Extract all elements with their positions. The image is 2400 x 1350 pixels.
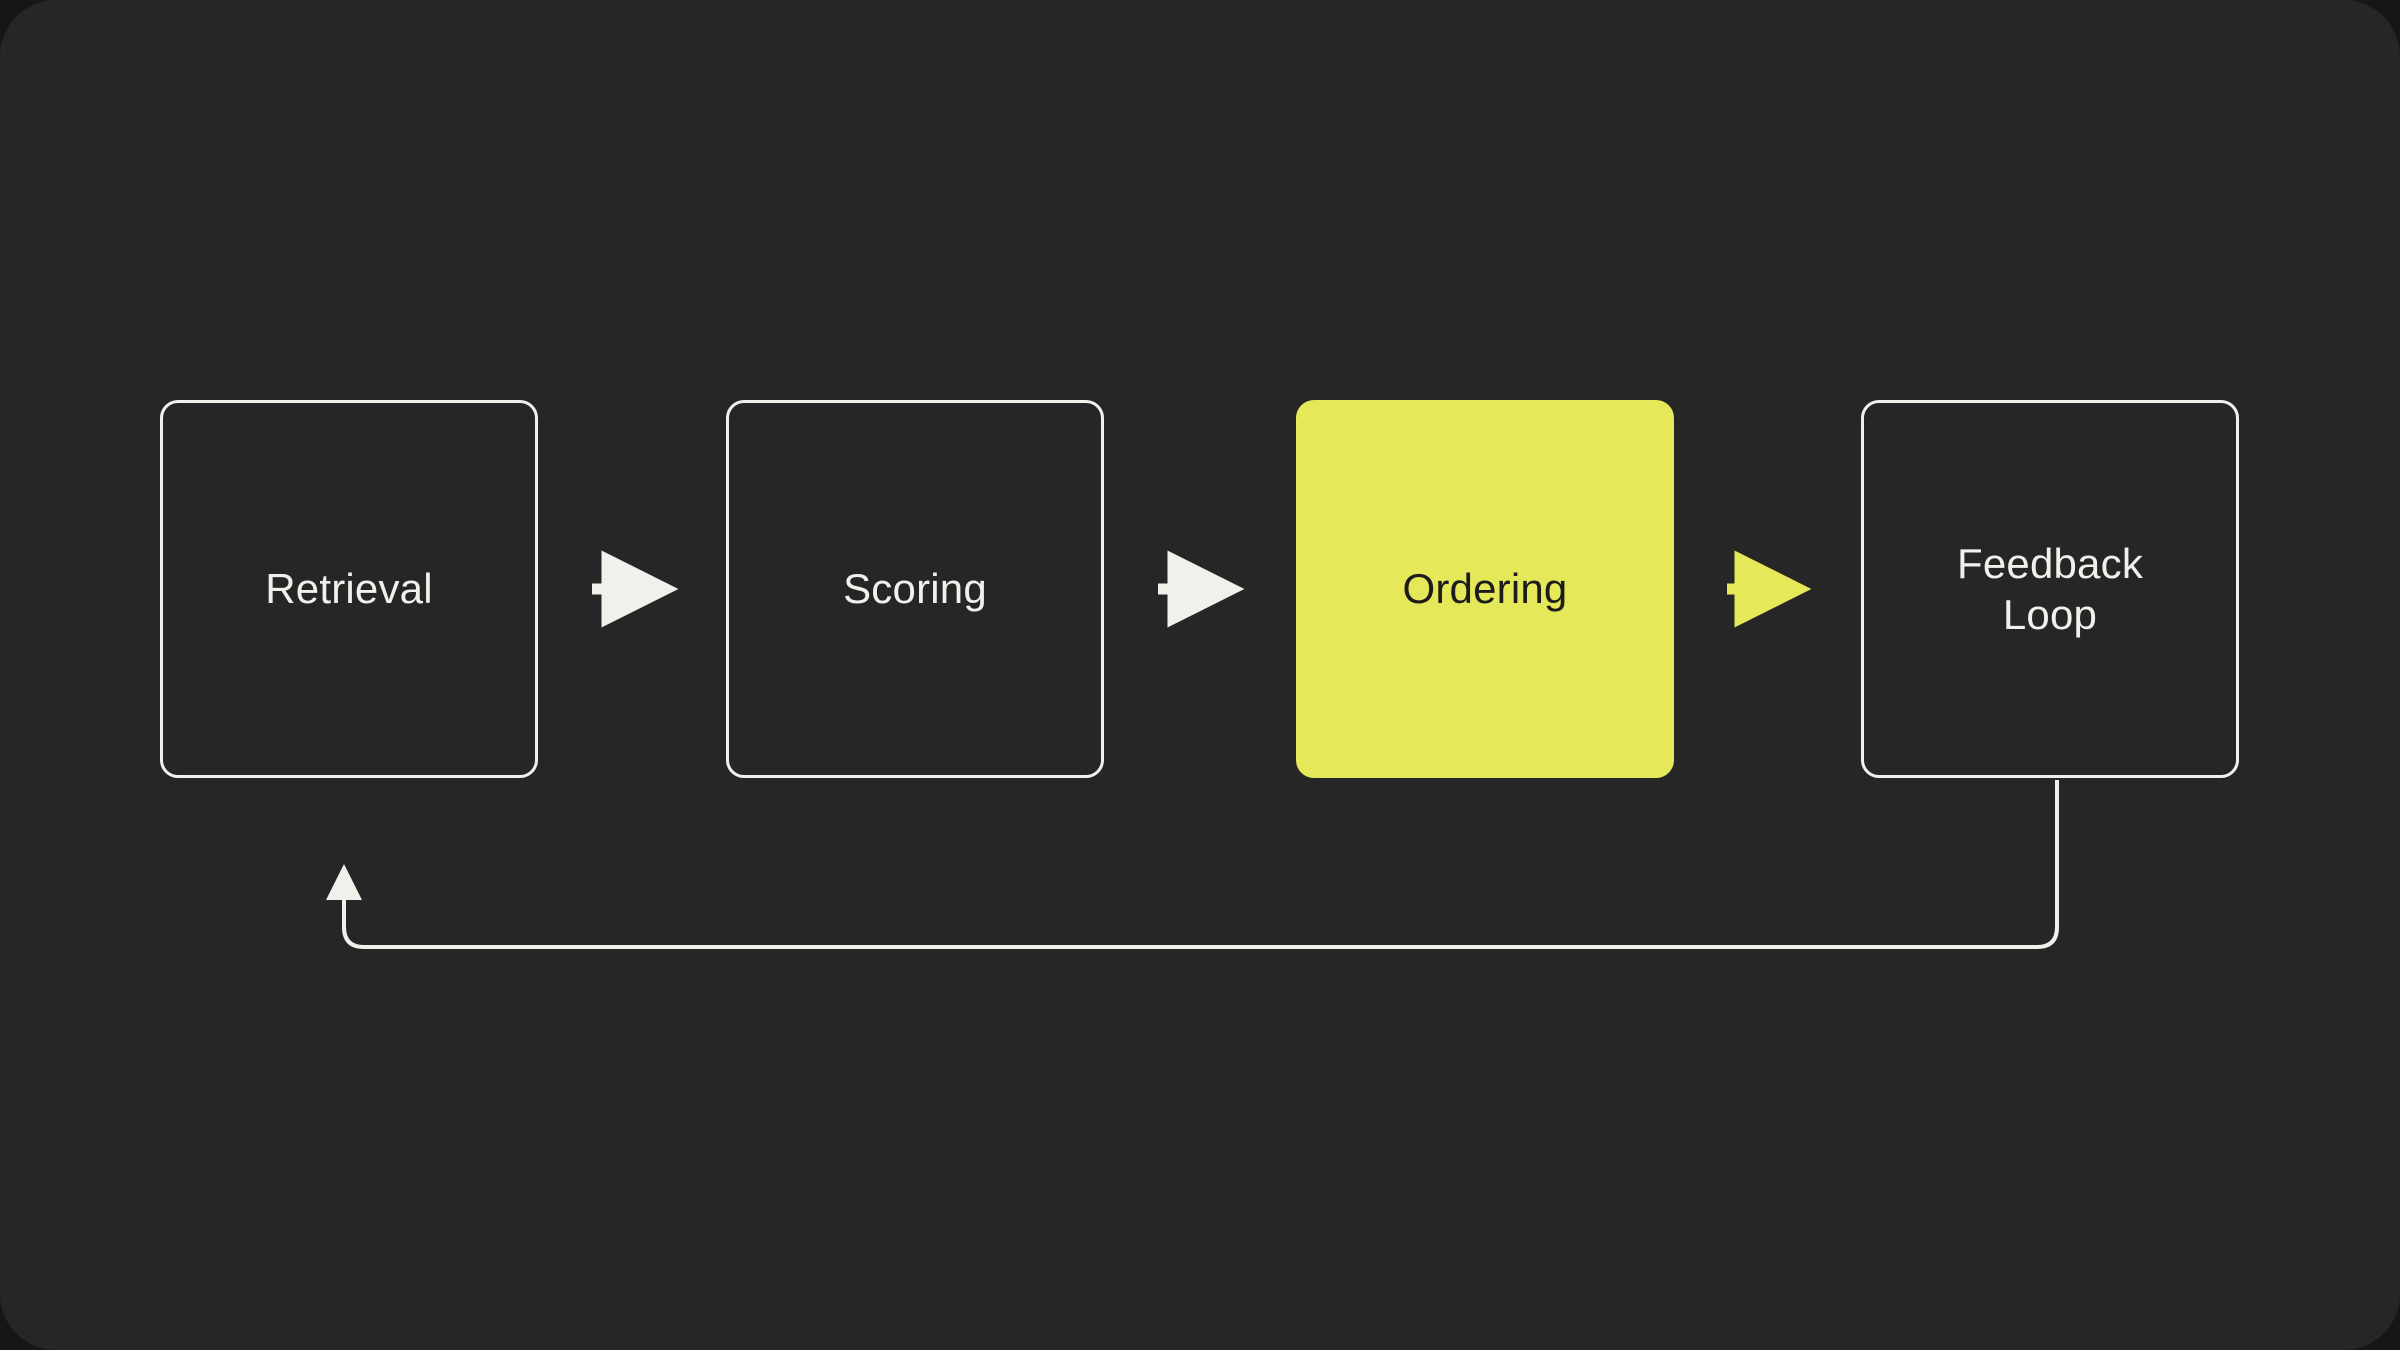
node-feedback-loop-label: Feedback Loop	[1956, 539, 2144, 638]
node-scoring[interactable]: Scoring	[726, 400, 1104, 778]
connector-feedback-loop-to-retrieval	[326, 780, 2059, 949]
node-scoring-label: Scoring	[843, 565, 987, 613]
node-retrieval-label: Retrieval	[265, 565, 433, 613]
node-ordering[interactable]: Ordering	[1296, 400, 1674, 778]
node-feedback-loop[interactable]: Feedback Loop	[1861, 400, 2239, 778]
node-retrieval[interactable]: Retrieval	[160, 400, 538, 778]
node-ordering-label: Ordering	[1402, 565, 1568, 613]
